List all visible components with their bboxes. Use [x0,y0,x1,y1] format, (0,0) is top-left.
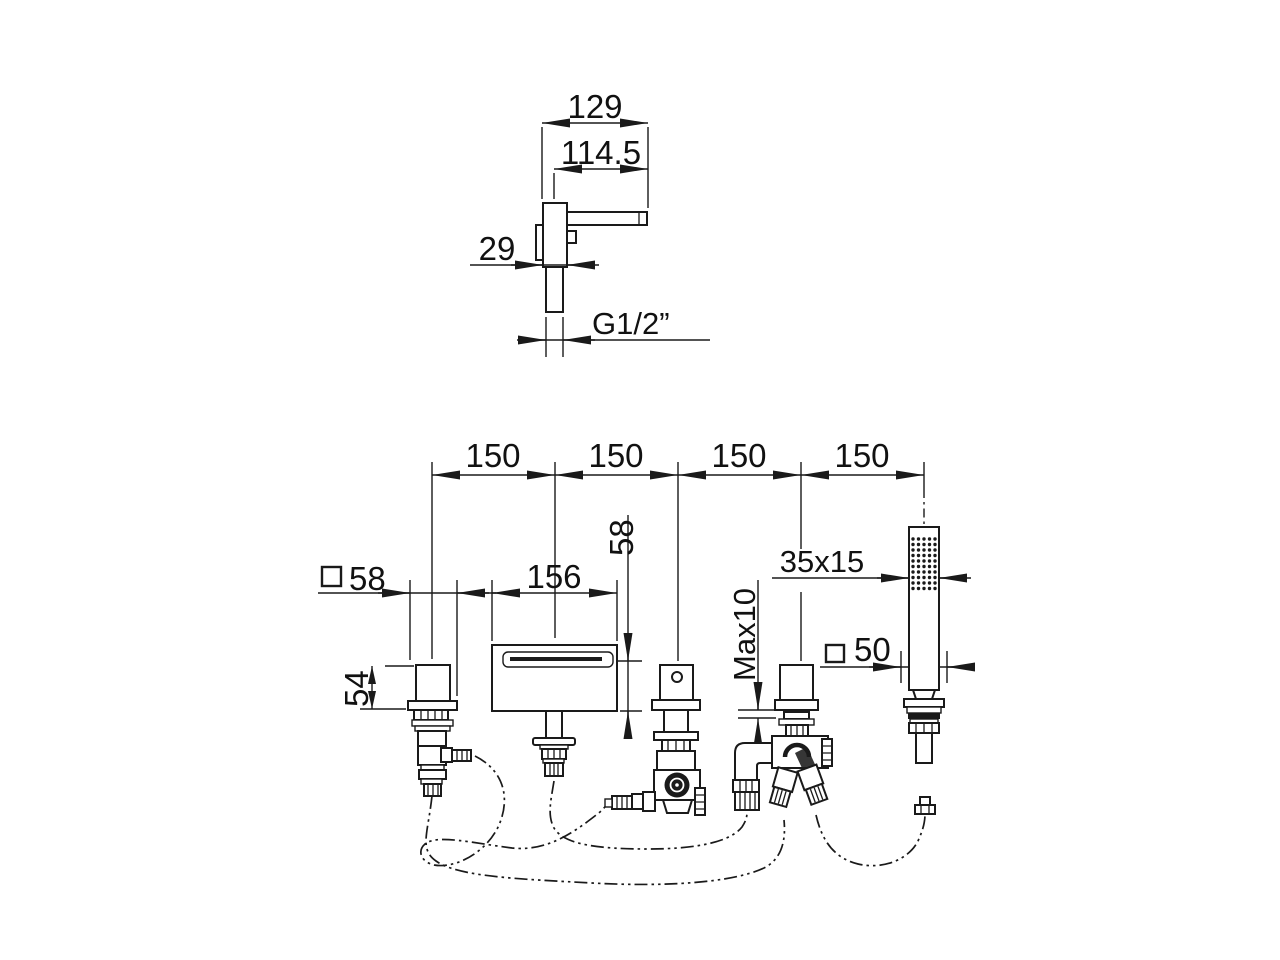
spout-slot [510,657,602,661]
dim-35x15: 35x15 [772,544,971,583]
dim-label-54: 54 [338,670,375,707]
dim-label-29: 29 [479,230,516,267]
square-symbol-icon [824,643,846,664]
dim-label-sq58: 58 [349,560,386,597]
dim-label-58v: 58 [603,519,640,556]
hose-spout-to-elbow [549,780,748,850]
dim-max10: Max10 [727,580,776,746]
dim-label-150-3: 150 [711,437,766,474]
dim-label-150-2: 150 [588,437,643,474]
waterfall-spout [491,644,618,777]
handle-hole [671,671,683,683]
valve-1 [407,664,472,797]
dim-label-150-4: 150 [834,437,889,474]
dim-label-156: 156 [526,558,581,595]
dim-label-sq50: 50 [854,631,891,668]
spray-face-dots [911,537,937,591]
hose-outlet-right-to-handshower [815,813,926,867]
dim-114-5: 114.5 [553,134,648,199]
thread-label: G1/2” [592,306,670,341]
valve-3 [604,664,706,816]
dim-129: 129 [541,88,649,208]
handle-detail-body [535,202,648,313]
hose-connector [919,796,931,806]
dim-square-50: 50 [820,631,975,683]
dim-54: 54 [338,665,414,710]
dim-g12-thread: G1/2” [517,306,710,357]
dim-square-58: 58 [318,560,496,696]
diverter-outlet-right [796,763,829,807]
holder-gasket [908,713,940,719]
flex-hoses [420,755,926,886]
diverter-outlet-left [768,766,799,809]
hose-valve1-to-outlet-left [425,795,786,886]
dim-29: 29 [470,230,599,270]
handshower [903,526,945,815]
dim-label-129: 129 [567,88,622,125]
dim-label-35x15: 35x15 [780,544,864,579]
square-symbol-icon [320,565,343,588]
dim-label-114-5: 114.5 [561,134,641,171]
dim-156: 156 [491,558,618,641]
hose-valve1side-to-valve3 [420,755,608,867]
handle-detail-view: 129 114.5 29 [470,88,710,357]
valve-4-diverter [732,664,833,811]
deck-spacing-dims: 150 150 150 150 [431,437,925,661]
dim-label-max10: Max10 [727,588,762,681]
dim-label-150-1: 150 [465,437,520,474]
